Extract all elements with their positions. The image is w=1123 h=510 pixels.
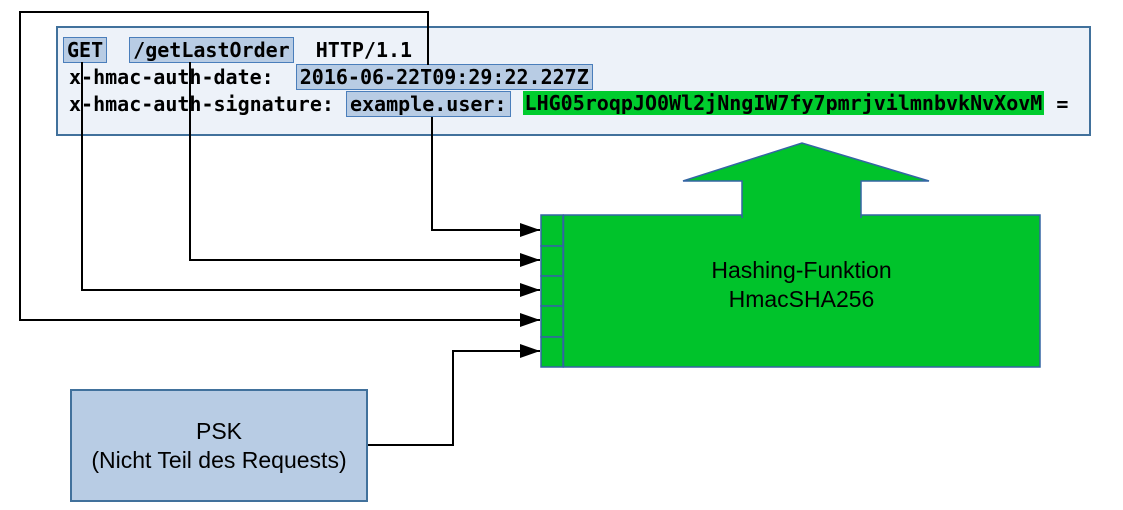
psk-subtitle: (Nicht Teil des Requests) bbox=[91, 446, 347, 473]
date-header-label: x-hmac-auth-date: bbox=[69, 65, 274, 89]
signature-header-label: x-hmac-auth-signature: bbox=[69, 92, 334, 116]
method-highlight: GET bbox=[63, 37, 108, 63]
result-up-arrow bbox=[682, 142, 930, 218]
psk-title: PSK bbox=[195, 417, 243, 444]
hash-function-name: Hashing-Funktion bbox=[711, 257, 892, 283]
signature-suffix: = bbox=[1056, 92, 1069, 116]
input-slot-5 bbox=[540, 336, 564, 368]
user-highlight: example.user: bbox=[345, 91, 511, 117]
input-slot-4 bbox=[540, 305, 564, 338]
request-line-1: GET /getLastOrder HTTP/1.1 bbox=[63, 37, 412, 63]
input-slot-2 bbox=[540, 245, 564, 277]
signature-highlight: LHG05roqpJO0Wl2jNngIW7fy7pmrjvilmnbvkNvX… bbox=[522, 91, 1045, 115]
hash-input-slots bbox=[540, 214, 564, 368]
request-line-3: x-hmac-auth-signature: example.user: LHG… bbox=[69, 91, 1068, 117]
path-highlight: /getLastOrder bbox=[129, 37, 294, 63]
protocol-text: HTTP/1.1 bbox=[315, 38, 413, 62]
request-line-2: x-hmac-auth-date: 2016-06-22T09:29:22.22… bbox=[69, 64, 593, 90]
input-slot-1 bbox=[540, 214, 564, 247]
hash-function-algorithm: HmacSHA256 bbox=[728, 286, 875, 312]
hash-function-label: Hashing-Funktion HmacSHA256 bbox=[563, 256, 1040, 314]
psk-box: PSK (Nicht Teil des Requests) bbox=[70, 389, 368, 502]
connector-psk-to-slot5 bbox=[368, 344, 540, 446]
date-highlight: 2016-06-22T09:29:22.227Z bbox=[295, 64, 593, 90]
input-slot-3 bbox=[540, 275, 564, 307]
